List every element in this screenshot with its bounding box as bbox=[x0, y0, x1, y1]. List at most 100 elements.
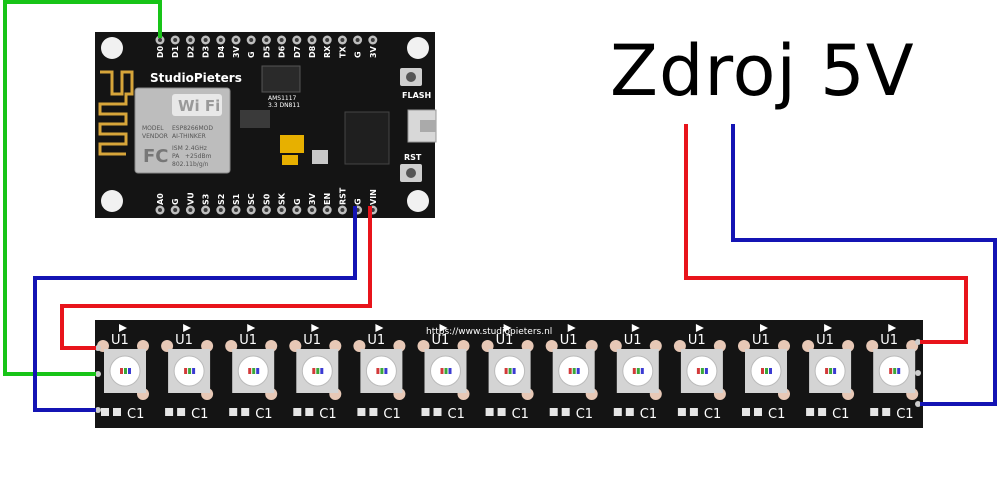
bottom-pin-center bbox=[188, 208, 193, 212]
c1-label: C1 bbox=[896, 407, 913, 422]
led-die-blue bbox=[256, 368, 260, 374]
c1-label: C1 bbox=[512, 407, 529, 422]
led-die-blue bbox=[704, 368, 708, 374]
bottom-pin-label: G bbox=[293, 198, 302, 205]
u1-label: U1 bbox=[175, 333, 193, 348]
module-text-7: +25dBm bbox=[185, 153, 212, 160]
capacitor-pad bbox=[357, 408, 366, 416]
capacitor-tantalum bbox=[280, 135, 304, 153]
c1-label: C1 bbox=[255, 407, 272, 422]
rst-label: RST bbox=[404, 153, 422, 162]
bottom-pin-label: VU bbox=[186, 192, 195, 205]
led-die-blue bbox=[769, 368, 772, 374]
led-die-red bbox=[440, 368, 444, 374]
wire-gnd-blue bbox=[33, 206, 357, 412]
led-die-green bbox=[252, 368, 256, 374]
led-die-red bbox=[248, 368, 252, 374]
smd-component bbox=[240, 110, 270, 128]
bottom-pin-label: VIN bbox=[369, 189, 378, 205]
led-die-red bbox=[312, 368, 316, 374]
top-pin-center bbox=[310, 38, 314, 42]
led-die-red bbox=[504, 368, 508, 374]
bottom-pin-label: EN bbox=[323, 193, 332, 205]
c1-label: C1 bbox=[448, 407, 465, 422]
capacitor-pad bbox=[433, 408, 442, 416]
direction-arrow-icon bbox=[311, 324, 320, 332]
wire-5v-gnd-blue bbox=[731, 124, 997, 406]
bottom-pin-center bbox=[264, 208, 269, 212]
u1-label: U1 bbox=[303, 333, 321, 348]
capacitor-pad bbox=[754, 408, 762, 416]
nodemcu-board: Wi Fi MODEL VENDOR ESP8266MOD AI-THINKER… bbox=[95, 32, 437, 218]
bottom-pin-label: G bbox=[354, 198, 363, 205]
module-text-4: ISM bbox=[172, 145, 183, 152]
top-pin-label: 3V bbox=[369, 45, 378, 58]
pcb-antenna bbox=[98, 70, 134, 156]
top-pin-center bbox=[264, 38, 269, 42]
top-pin-label: RX bbox=[323, 45, 332, 58]
capacitor-pad bbox=[549, 408, 558, 416]
wifi-logo bbox=[172, 94, 222, 116]
c1-label: C1 bbox=[319, 407, 336, 422]
top-pin-center bbox=[188, 38, 193, 42]
capacitor-pad bbox=[369, 408, 378, 416]
c1-label: C1 bbox=[383, 407, 400, 422]
rst-button-cap-icon bbox=[406, 168, 416, 178]
capacitor-pad bbox=[241, 408, 250, 416]
u1-label: U1 bbox=[239, 333, 257, 348]
direction-arrow-icon bbox=[631, 324, 640, 332]
led-die-blue bbox=[192, 368, 196, 374]
top-pin-center bbox=[294, 38, 299, 42]
top-pin-center bbox=[234, 38, 238, 42]
direction-arrow-icon bbox=[888, 324, 897, 332]
top-pin-label: D1 bbox=[171, 45, 180, 58]
capacitor-small bbox=[282, 155, 298, 165]
bottom-pin-label: G bbox=[171, 198, 180, 205]
bottom-pin-label: RST bbox=[338, 187, 347, 205]
strip-end-pad bbox=[915, 339, 921, 345]
direction-arrow-icon bbox=[760, 324, 768, 332]
direction-arrow-icon bbox=[375, 324, 384, 332]
mounting-hole-icon bbox=[407, 190, 429, 212]
bottom-pin-label: S2 bbox=[217, 194, 226, 205]
module-text-5: 2.4GHz bbox=[185, 145, 207, 152]
top-pin-center bbox=[340, 38, 345, 42]
top-pin-label: D7 bbox=[293, 46, 302, 58]
strip-end-pad bbox=[915, 401, 921, 407]
led-die-red bbox=[184, 368, 188, 374]
usb-serial-chip bbox=[344, 111, 390, 165]
direction-arrow-icon bbox=[439, 324, 448, 332]
capacitor-pad bbox=[101, 408, 109, 416]
led-die-red bbox=[120, 368, 123, 374]
capacitor-pad bbox=[485, 408, 494, 416]
u1-label: U1 bbox=[560, 333, 578, 348]
module-text-3: AI-THINKER bbox=[172, 133, 206, 140]
top-pin-label: D2 bbox=[186, 46, 195, 58]
bottom-pin-center bbox=[249, 208, 254, 212]
top-pin-center bbox=[218, 38, 223, 42]
top-pin-center bbox=[249, 38, 254, 42]
led-die-green bbox=[380, 368, 384, 374]
led-die-red bbox=[632, 368, 636, 374]
top-pin-center bbox=[203, 38, 208, 42]
strip-end-pad bbox=[915, 370, 921, 376]
led-die-red bbox=[761, 368, 764, 374]
led-die-green bbox=[508, 368, 512, 374]
led-die-red bbox=[825, 368, 829, 374]
led-die-green bbox=[124, 368, 127, 374]
led-die-blue bbox=[512, 368, 516, 374]
led-die-blue bbox=[897, 368, 901, 374]
led-die-green bbox=[188, 368, 192, 374]
module-text-1: VENDOR bbox=[142, 133, 168, 140]
strip-end-pad bbox=[95, 371, 101, 377]
capacitor-pad bbox=[561, 408, 570, 416]
bottom-pin-label: S3 bbox=[202, 194, 211, 205]
bottom-pin-label: SK bbox=[278, 192, 287, 205]
capacitor-pad bbox=[497, 408, 506, 416]
